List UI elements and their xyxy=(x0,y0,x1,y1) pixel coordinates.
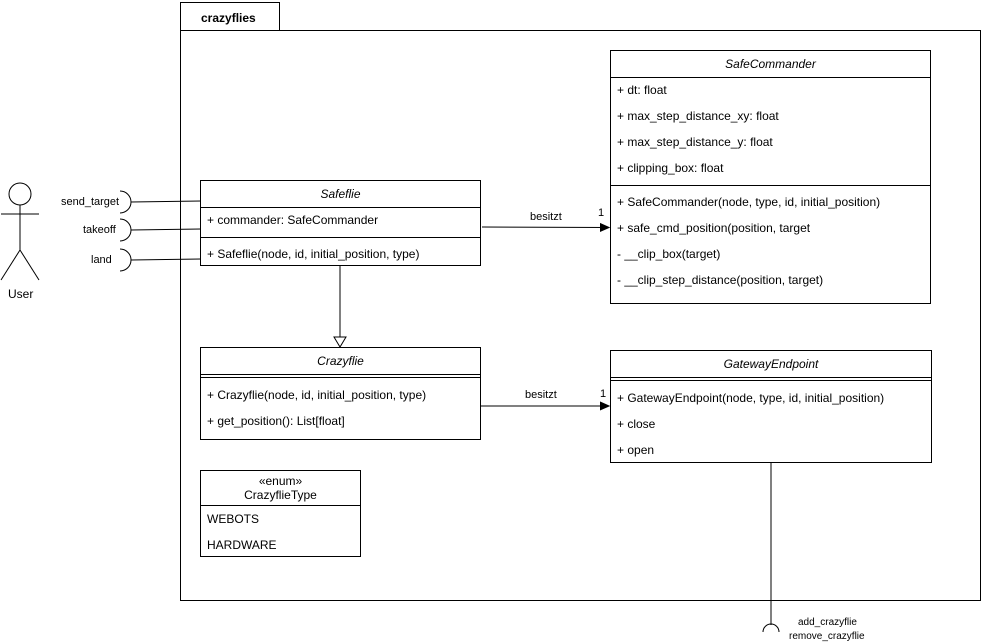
method: + close xyxy=(617,417,656,431)
interface-add-crazyflie: add_crazyflie xyxy=(798,617,857,628)
class-safecommander: SafeCommander + dt: float + max_step_dis… xyxy=(610,50,931,304)
method: - __clip_box(target) xyxy=(617,247,721,261)
divider xyxy=(201,207,480,208)
assoc-multiplicity-2: 1 xyxy=(600,388,607,400)
enum-crazyflie-type: «enum» CrazyflieType WEBOTS HARDWARE xyxy=(200,470,361,557)
assoc-safeflie-commander xyxy=(481,227,609,228)
attribute: + commander: SafeCommander xyxy=(207,213,379,227)
interface-send-target: send_target xyxy=(61,196,120,208)
class-crazyflie: Crazyflie + Crazyflie(node, id, initial_… xyxy=(200,347,481,440)
package-name: crazyflies xyxy=(201,11,256,25)
enum-value: HARDWARE xyxy=(207,538,277,552)
divider xyxy=(611,380,931,381)
class-title: SafeCommander xyxy=(725,57,816,71)
method: + open xyxy=(617,443,655,457)
interface-sockets xyxy=(119,190,780,633)
method: + Crazyflie(node, id, initial_position, … xyxy=(207,388,427,402)
divider xyxy=(201,377,480,378)
package-crazyflies xyxy=(180,30,981,601)
assoc-label-besitzt-2: besitzt xyxy=(525,389,557,401)
class-gateway-endpoint: GatewayEndpoint + GatewayEndpoint(node, … xyxy=(610,350,932,463)
attribute: + clipping_box: float xyxy=(617,161,724,175)
class-title: Safeflie xyxy=(320,187,361,201)
method: + Safeflie(node, id, initial_position, t… xyxy=(207,247,420,261)
method: + SafeCommander(node, type, id, initial_… xyxy=(617,195,881,209)
divider xyxy=(611,77,930,78)
attribute: + dt: float xyxy=(617,83,667,97)
divider xyxy=(611,185,930,186)
enum-stereotype: «enum» xyxy=(258,474,303,488)
class-title: GatewayEndpoint xyxy=(723,357,819,371)
enum-name: CrazyflieType xyxy=(244,488,317,502)
method: + get_position(): List[float] xyxy=(207,414,345,428)
enum-value: WEBOTS xyxy=(207,512,260,526)
class-title: Crazyflie xyxy=(317,354,364,368)
attribute: + max_step_distance_xy: float xyxy=(617,109,779,123)
method: + safe_cmd_position(position, target xyxy=(617,221,811,235)
assoc-label-besitzt-1: besitzt xyxy=(530,211,562,223)
inheritance-arrow xyxy=(333,266,347,348)
assoc-multiplicity-1: 1 xyxy=(598,207,605,219)
method: + GatewayEndpoint(node, type, id, initia… xyxy=(617,391,885,405)
divider xyxy=(201,505,360,506)
actor-label: User xyxy=(8,287,34,301)
divider xyxy=(611,377,931,378)
package-tab: crazyflies xyxy=(180,2,280,30)
class-safeflie: Safeflie + commander: SafeCommander + Sa… xyxy=(200,180,481,266)
interface-remove-crazyflie: remove_crazyflie xyxy=(789,631,865,642)
attribute: + max_step_distance_y: float xyxy=(617,135,773,149)
actor-figure xyxy=(0,182,40,281)
divider xyxy=(201,374,480,375)
interface-land: land xyxy=(91,254,112,266)
interface-takeoff: takeoff xyxy=(83,224,116,236)
divider xyxy=(201,237,480,238)
method: - __clip_step_distance(position, target) xyxy=(617,273,824,287)
